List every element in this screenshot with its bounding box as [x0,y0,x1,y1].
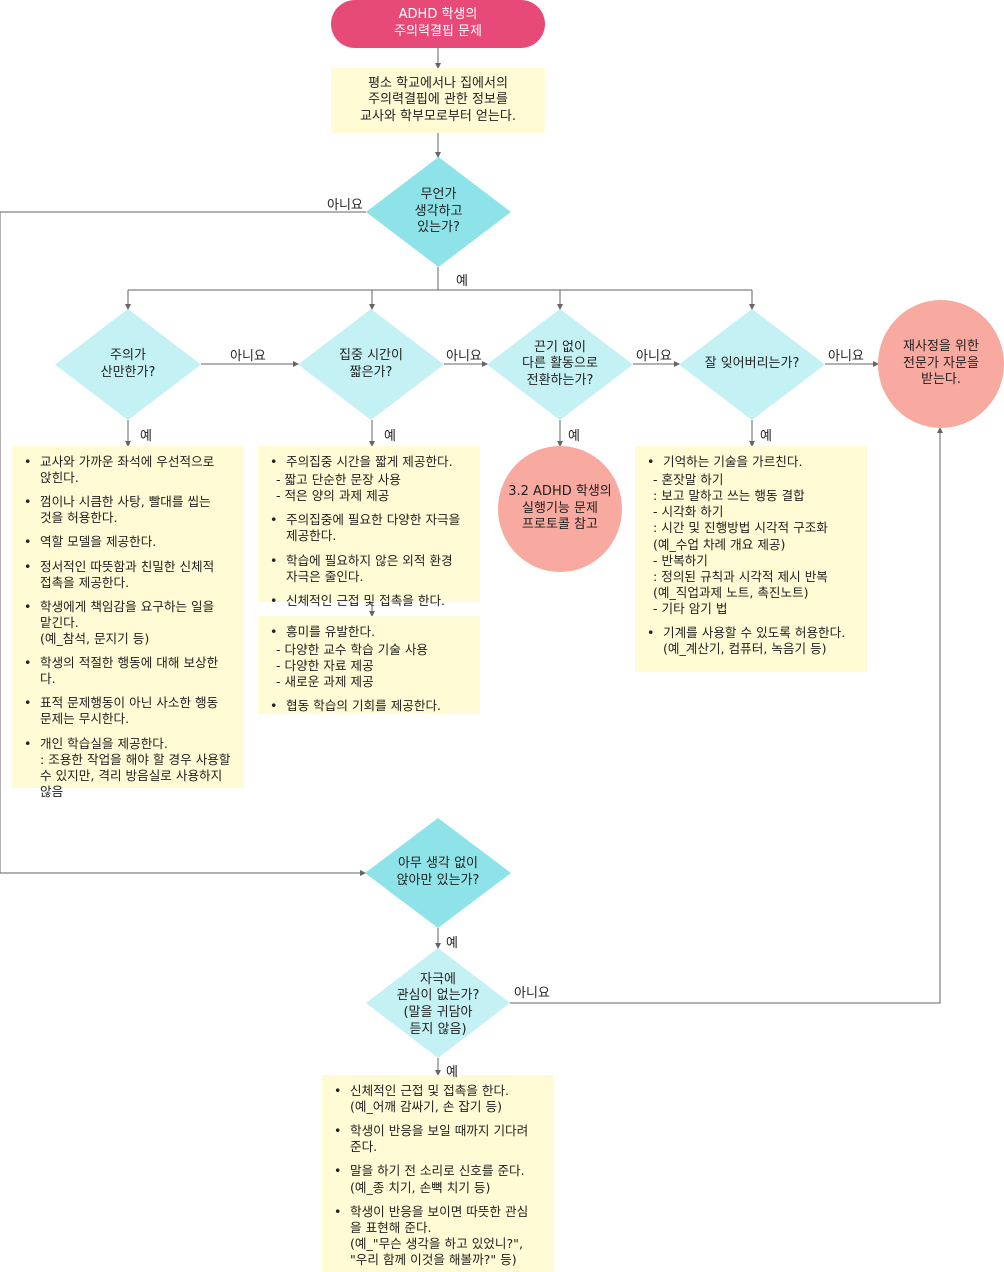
short-attention-actions-box-2: 흥미를 유발한다. - 다양한 교수 학습 기술 사용 - 다양한 자료 제공 -… [258,616,480,715]
list-item: 기계를 사용할 수 있도록 허용한다. (예_계산기, 컴퓨터, 녹음기 등) [645,625,857,657]
list-item: 주의집중에 필요한 다양한 자극을 제공한다. [268,512,470,544]
list-item: 학생이 반응을 보이면 따뜻한 관심 을 표현해 준다. (예_"무슨 생각을 … [332,1204,544,1268]
list-item: - 혼잣말 하기 : 보고 말하고 쓰는 행동 결합 - 시각화 하기 : 시간… [653,472,828,616]
decision-thinking: 무언가 생각하고 있는가? [366,157,511,267]
decision-distracted: 주의가 산만한가? [55,309,201,420]
decision-no-interest: 자극에 관심이 없는가? (말을 귀담아 듣지 않음) [366,948,510,1058]
label-forgetful-no: 아니요 [828,349,864,364]
label-thinking-no: 아니요 [327,198,363,213]
list-item: 역할 모델을 제공한다. [22,534,234,550]
label-switching-yes: 예 [568,429,580,444]
list-item: 학생이 반응을 보일 때까지 기다려 준다. [332,1123,544,1155]
list-item: 껌이나 시큼한 사탕, 빨대를 씹는 것을 허용한다. [22,494,234,526]
decision-switching: 끈기 없이 다른 활동으로 전환하는가? [487,309,633,420]
executive-function-ref-node: 3.2 ADHD 학생의 실행기능 문제 프로토콜 참고 [498,446,622,572]
short-attention-actions-list-2: 흥미를 유발한다. - 다양한 교수 학습 기술 사용 - 다양한 자료 제공 -… [268,624,470,715]
distracted-actions-box: 교사와 가까운 좌석에 우선적으로 앉힌다. 껌이나 시큼한 사탕, 빨대를 씹는… [12,446,244,799]
label-sitting-yes: 예 [446,936,458,951]
list-item: 신체적인 근접 및 접촉을 한다. [268,593,470,609]
consult-expert-node: 재사정을 위한 전문가 자문을 받는다. [878,300,1004,428]
no-interest-actions-box: 신체적인 근접 및 접촉을 한다. (예_어깨 감싸기, 손 잡기 등) 학생이 … [322,1075,554,1272]
label-forgetful-yes: 예 [760,429,772,444]
list-item: 말을 하기 전 소리로 신호를 준다. (예_종 치기, 손뼉 치기 등) [332,1163,544,1195]
list-item: 표적 문제행동이 아닌 사소한 행동 문제는 무시한다. [22,695,234,727]
decision-forgetful: 잘 잊어버리는가? [679,309,825,420]
gather-info-box: 평소 학교에서나 집에서의 주의력결핍에 관한 정보를 교사와 학부모로부터 얻… [331,68,545,133]
start-node: ADHD 학생의 주의력결핍 문제 [331,0,545,48]
short-attention-actions-list-1: 주의집중 시간을 짧게 제공한다. - 짧고 단순한 문장 사용 - 적은 양의 … [268,454,470,609]
list-item: 정서적인 따뜻함과 친밀한 신체적 접촉을 제공한다. [22,559,234,591]
label-interest-yes: 예 [446,1065,458,1080]
arrow-interest-no [510,427,943,1004]
list-item: - 다양한 교수 학습 기술 사용 - 다양한 자료 제공 - 새로운 과제 제… [276,642,429,690]
label-thinking-yes: 예 [456,274,468,289]
list-item: 주의집중 시간을 짧게 제공한다. [268,454,470,470]
label-distracted-no: 아니요 [230,349,266,364]
short-attention-actions-box-1: 주의집중 시간을 짧게 제공한다. - 짧고 단순한 문장 사용 - 적은 양의 … [258,446,480,609]
list-item: 신체적인 근접 및 접촉을 한다. (예_어깨 감싸기, 손 잡기 등) [332,1083,544,1115]
list-item: 학습에 필요하지 않은 외적 환경 자극은 줄인다. [268,553,470,585]
list-item: 개인 학습실을 제공한다. : 조용한 작업을 해야 할 경우 사용할 수 있지… [22,736,234,800]
list-item: 학생의 적절한 행동에 대해 보상한 다. [22,655,234,687]
label-short-yes: 예 [384,429,396,444]
distracted-actions-list: 교사와 가까운 좌석에 우선적으로 앉힌다. 껌이나 시큼한 사탕, 빨대를 씹는… [22,454,234,800]
forgetful-actions-list: 기억하는 기술을 가르친다. - 혼잣말 하기 : 보고 말하고 쓰는 행동 결합… [645,454,857,657]
label-interest-no: 아니요 [514,986,550,1001]
no-interest-actions-list: 신체적인 근접 및 접촉을 한다. (예_어깨 감싸기, 손 잡기 등) 학생이 … [332,1083,544,1268]
decision-just-sitting: 아무 생각 없이 앉아만 있는가? [365,818,511,928]
list-item: 흥미를 유발한다. [268,624,470,640]
decision-short-attention: 집중 시간이 짧은가? [298,309,444,420]
list-item: 학생에게 책임감을 요구하는 일을 맡긴다. (예_참석, 문지기 등) [22,599,234,647]
label-distracted-yes: 예 [140,429,152,444]
list-item: 협동 학습의 기회를 제공한다. [268,698,470,714]
label-switching-no: 아니요 [636,349,672,364]
arrow-thinking-no [0,211,366,876]
label-short-no: 아니요 [446,349,482,364]
list-item: 기억하는 기술을 가르친다. [645,454,857,470]
list-item: 교사와 가까운 좌석에 우선적으로 앉힌다. [22,454,234,486]
forgetful-actions-box: 기억하는 기술을 가르친다. - 혼잣말 하기 : 보고 말하고 쓰는 행동 결합… [635,446,867,672]
list-item: - 짧고 단순한 문장 사용 - 적은 양의 과제 제공 [276,472,401,504]
